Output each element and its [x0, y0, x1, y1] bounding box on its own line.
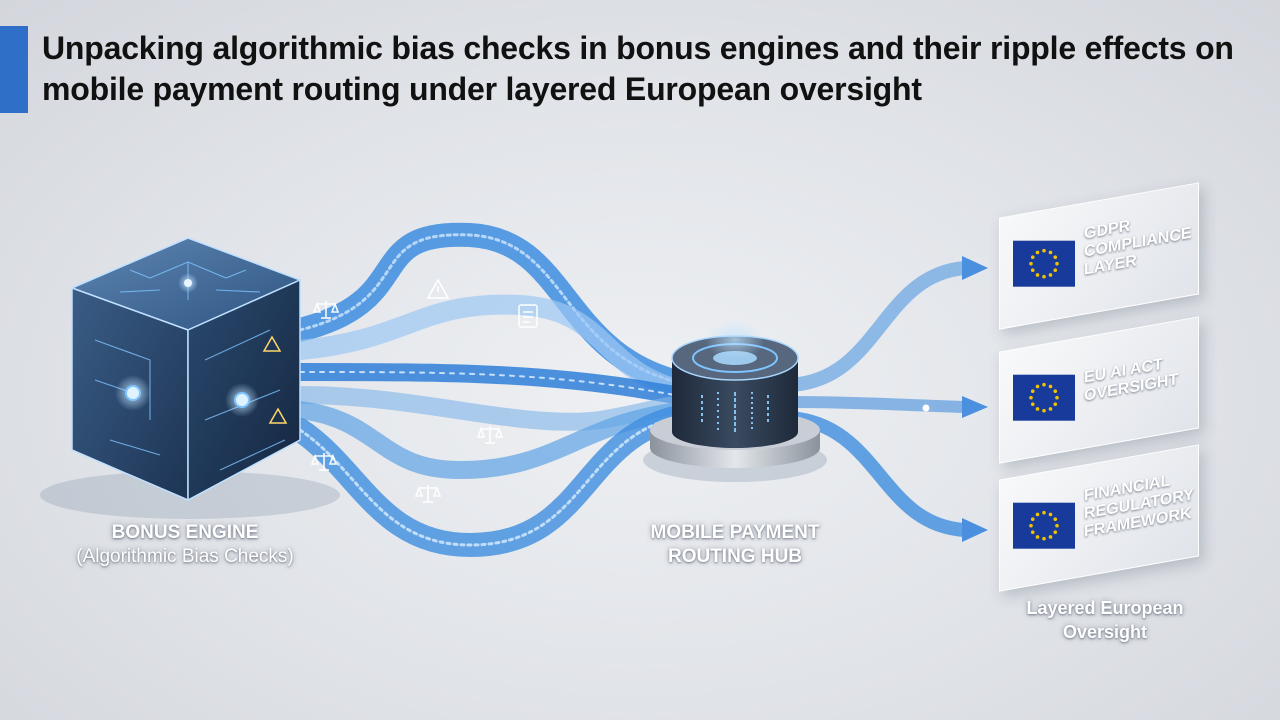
warning-icon: [268, 407, 288, 424]
oversight-layer-label: FINANCIAL REGULATORY FRAMEWORK: [1084, 468, 1194, 541]
engine-to-hub-flows: [288, 222, 702, 558]
eu-stars: [1029, 382, 1059, 413]
eu-star: [1035, 384, 1040, 389]
eu-star: [1055, 395, 1059, 400]
eu-star: [1035, 407, 1040, 411]
eu-stars: [1029, 248, 1059, 279]
eu-star: [1042, 536, 1046, 541]
routing-hub-line1: MOBILE PAYMENT: [650, 522, 820, 543]
eu-star: [1030, 517, 1035, 521]
eu-star: [1030, 402, 1035, 406]
eu-flag-icon: [1013, 502, 1075, 549]
routing-hub-cylinder: [643, 320, 827, 482]
oversight-layer-label: GDPR COMPLIANCE LAYER: [1084, 206, 1194, 279]
routing-hub-label: MOBILE PAYMENT ROUTING HUB: [600, 521, 870, 569]
bonus-engine-subtitle: (Algorithmic Bias Checks): [76, 546, 294, 567]
eu-star: [1053, 530, 1058, 534]
title-accent-bar: [0, 26, 28, 113]
routing-hub-line2: ROUTING HUB: [667, 546, 803, 567]
eu-star: [1048, 250, 1053, 255]
eu-star: [1053, 268, 1058, 272]
eu-star: [1053, 255, 1058, 259]
eu-star: [1048, 407, 1053, 411]
eu-star: [1035, 535, 1040, 539]
eu-star: [1042, 274, 1046, 279]
eu-star: [1030, 530, 1035, 534]
eu-star: [1029, 523, 1033, 528]
oversight-layer-financial: FINANCIAL REGULATORY FRAMEWORK: [999, 444, 1199, 592]
warning-icon: [262, 335, 282, 352]
eu-star: [1029, 261, 1033, 266]
eu-star: [1053, 517, 1058, 521]
eu-star: [1055, 523, 1059, 528]
oversight-caption-line1: Layered European: [1026, 598, 1184, 618]
oversight-caption: Layered European Oversight: [985, 596, 1225, 644]
oversight-layer-ai-act: EU AI ACT OVERSIGHT: [999, 316, 1199, 464]
bonus-engine-title: BONUS ENGINE: [111, 522, 259, 543]
eu-star: [1042, 408, 1046, 413]
scales-icon: [310, 301, 504, 503]
oversight-caption-line2: Oversight: [1062, 622, 1148, 642]
eu-star: [1053, 389, 1058, 393]
eu-star: [1035, 250, 1040, 255]
oversight-layer-gdpr: GDPR COMPLIANCE LAYER: [999, 182, 1199, 330]
eu-star: [1030, 389, 1035, 393]
eu-star: [1055, 261, 1059, 266]
eu-star: [1030, 268, 1035, 272]
eu-flag-icon: [1013, 240, 1075, 287]
arrow-icon: [962, 256, 988, 542]
eu-stars: [1029, 510, 1059, 541]
hub-to-oversight-flows: [783, 261, 972, 537]
warning-icon: [426, 278, 450, 299]
oversight-layer-label: EU AI ACT OVERSIGHT: [1084, 350, 1194, 405]
eu-star: [1035, 273, 1040, 277]
document-icon: [518, 304, 538, 328]
bonus-engine-cube: [40, 237, 340, 519]
eu-star: [1048, 384, 1053, 389]
page-title: Unpacking algorithmic bias checks in bon…: [42, 30, 1234, 107]
flow-spark: [922, 404, 930, 412]
eu-star: [1053, 402, 1058, 406]
eu-star: [1029, 395, 1033, 400]
eu-star: [1048, 273, 1053, 277]
eu-star: [1042, 248, 1046, 253]
eu-star: [1048, 512, 1053, 517]
eu-star: [1048, 535, 1053, 539]
eu-flag-icon: [1013, 374, 1075, 421]
eu-star: [1035, 512, 1040, 517]
eu-star: [1042, 510, 1046, 515]
bonus-engine-label: BONUS ENGINE (Algorithmic Bias Checks): [40, 521, 330, 569]
eu-star: [1030, 255, 1035, 259]
eu-star: [1042, 382, 1046, 387]
